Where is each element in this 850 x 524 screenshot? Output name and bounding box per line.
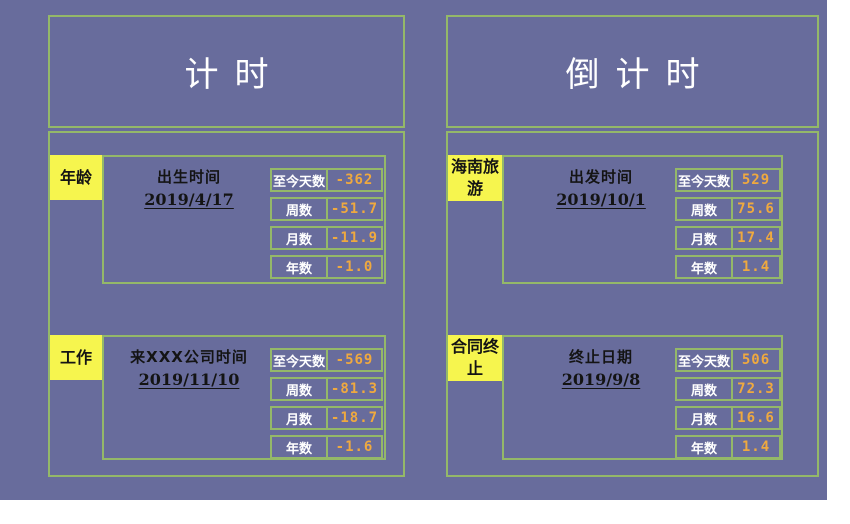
stat-row-years: 年数 1.4 [675,255,781,279]
section-tag-contract-end: 合同终止 [448,335,502,381]
stat-row-weeks: 周数 75.6 [675,197,781,221]
stat-rows-hainan-trip: 至今天数 529 周数 75.6 月数 17.4 年数 1.4 [675,168,781,279]
stat-value-cell[interactable]: -1.6 [335,439,374,455]
stat-row-weeks: 周数 72.3 [675,377,781,401]
stat-rows-age: 至今天数 -362 周数 -51.7 月数 -11.9 年数 -1.0 [270,168,383,279]
event-block-age: 出生时间 2019/4/17 [104,166,274,209]
event-date-cell[interactable]: 2019/4/17 [144,190,234,209]
stat-label: 至今天数 [272,170,328,190]
stat-label: 周数 [677,199,733,219]
stat-value-cell[interactable]: 16.6 [737,410,775,426]
stat-label: 周数 [272,199,328,219]
stat-row-days: 至今天数 -362 [270,168,383,192]
stat-row-weeks: 周数 -51.7 [270,197,383,221]
stat-value-cell[interactable]: -81.3 [330,381,379,397]
event-date-cell[interactable]: 2019/10/1 [556,190,646,209]
event-name: 出生时间 [156,168,221,186]
stat-label: 至今天数 [677,350,733,370]
section-tag-hainan-trip: 海南旅游 [448,155,502,201]
stat-label: 月数 [677,228,733,248]
stat-row-months: 月数 -18.7 [270,406,383,430]
stat-value-cell[interactable]: -18.7 [330,410,379,426]
countdown-panel-body [446,131,819,477]
stat-label: 至今天数 [677,170,733,190]
stat-row-months: 月数 17.4 [675,226,781,250]
event-name: 出发时间 [568,168,633,186]
section-box-age [102,155,386,284]
stat-row-years: 年数 -1.0 [270,255,383,279]
countdown-panel-title: 倒计时 [565,55,716,95]
stat-label: 月数 [272,228,328,248]
stat-row-days: 至今天数 529 [675,168,781,192]
stat-label: 至今天数 [272,350,328,370]
stat-row-days: 至今天数 506 [675,348,781,372]
spreadsheet-canvas: 计时 倒计时 年龄 工作 海南旅游 合同终止 出生时间 2019/4/17 来X… [0,0,827,500]
stat-label: 年数 [677,437,733,457]
stat-row-weeks: 周数 -81.3 [270,377,383,401]
timing-panel-body [48,131,405,477]
event-name: 终止日期 [568,348,633,366]
stat-value-cell[interactable]: -51.7 [330,201,379,217]
stat-label: 月数 [272,408,328,428]
stat-label: 月数 [677,408,733,428]
event-block-contract-end: 终止日期 2019/9/8 [516,346,686,389]
stat-row-months: 月数 -11.9 [270,226,383,250]
section-box-contract-end [502,335,783,460]
stat-label: 年数 [272,257,328,277]
stat-value-cell[interactable]: -1.0 [335,259,374,275]
stat-row-years: 年数 -1.6 [270,435,383,459]
event-block-work: 来XXX公司时间 2019/11/10 [104,346,274,389]
stat-value-cell[interactable]: 75.6 [737,201,775,217]
stat-label: 周数 [677,379,733,399]
stat-value-cell[interactable]: 17.4 [737,230,775,246]
stat-value-cell[interactable]: -362 [335,172,374,188]
event-name: 来XXX公司时间 [130,348,248,366]
stat-value-cell[interactable]: 529 [741,172,771,188]
event-date-cell[interactable]: 2019/9/8 [561,370,641,389]
section-box-hainan-trip [502,155,783,284]
stat-row-days: 至今天数 -569 [270,348,383,372]
stat-label: 年数 [677,257,733,277]
stat-value-cell[interactable]: -11.9 [330,230,379,246]
stat-row-months: 月数 16.6 [675,406,781,430]
stat-value-cell[interactable]: 1.4 [741,439,771,455]
timing-panel-header: 计时 [48,15,405,128]
section-tag-work: 工作 [50,335,102,380]
countdown-panel-header: 倒计时 [446,15,819,128]
stat-value-cell[interactable]: 1.4 [741,259,771,275]
timing-panel-title: 计时 [184,55,285,95]
section-box-work [102,335,386,460]
stat-value-cell[interactable]: 506 [741,352,771,368]
event-block-hainan-trip: 出发时间 2019/10/1 [516,166,686,209]
stat-label: 周数 [272,379,328,399]
stat-rows-contract-end: 至今天数 506 周数 72.3 月数 16.6 年数 1.4 [675,348,781,459]
stat-value-cell[interactable]: -569 [335,352,374,368]
stat-rows-work: 至今天数 -569 周数 -81.3 月数 -18.7 年数 -1.6 [270,348,383,459]
event-date-cell[interactable]: 2019/11/10 [138,370,240,389]
section-tag-age: 年龄 [50,155,102,200]
stat-value-cell[interactable]: 72.3 [737,381,775,397]
stat-row-years: 年数 1.4 [675,435,781,459]
stat-label: 年数 [272,437,328,457]
